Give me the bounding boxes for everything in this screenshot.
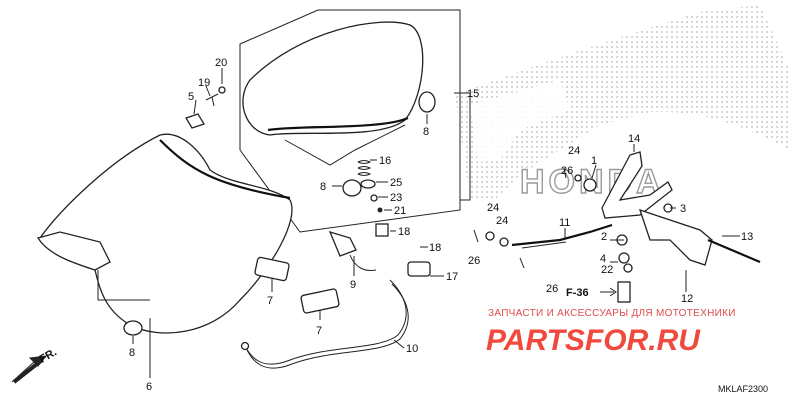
watermark: ЗАПЧАСТИ И АКСЕССУАРЫ ДЛЯ МОТОТЕХНИКИ PA… (486, 308, 736, 357)
part-number-8-rear-bottom: 8 (320, 181, 326, 193)
cable-10-outer (246, 283, 409, 369)
rod-11 (511, 223, 613, 247)
watermark-line1: ЗАПЧАСТИ И АКСЕССУАРЫ ДЛЯ МОТОТЕХНИКИ (488, 308, 736, 319)
front-arrow-shaft-icon (12, 358, 44, 384)
part-number-9: 9 (350, 279, 356, 291)
part-number-17: 17 (446, 271, 458, 283)
part-number-8-front: 8 (129, 347, 135, 359)
reference-label: F-36 (566, 287, 589, 299)
lock-bracket (328, 230, 357, 257)
washer-25-icon (360, 179, 376, 189)
seat-lock-cable-assembly (240, 223, 431, 369)
part-number-22: 22 (601, 264, 613, 276)
bolt-21-icon (377, 207, 383, 213)
leader-lines (97, 68, 740, 378)
cotter-26c-icon (563, 167, 567, 179)
ref-part-icon (617, 281, 631, 303)
part-number-7-a: 7 (267, 295, 273, 307)
part-number-6: 6 (146, 381, 152, 393)
part-number-24-c: 24 (496, 215, 508, 227)
reference-arrowhead (609, 287, 617, 297)
nut-22-icon (623, 263, 633, 273)
part-number-7-b: 7 (316, 325, 322, 337)
part-number-14: 14 (628, 133, 640, 145)
cotter-26b-icon (519, 257, 525, 269)
front-seat (36, 86, 293, 336)
part-number-21: 21 (394, 205, 406, 217)
rod-11-inner (521, 241, 567, 249)
bracket-7b (300, 288, 340, 314)
part-number-24-b: 24 (487, 202, 499, 214)
front-seat-seam (159, 139, 291, 200)
part-number-19: 19 (198, 77, 210, 89)
washer-24b-icon (485, 231, 495, 241)
part-number-15: 15 (467, 88, 479, 100)
bolt-18a-icon (375, 223, 389, 237)
part-labels: 20 19 5 15 8 16 8 25 23 21 18 18 17 9 10… (129, 57, 753, 393)
bracket-12 (638, 208, 713, 266)
part-number-13: 13 (741, 231, 753, 243)
part-number-10: 10 (406, 343, 418, 355)
part-number-4: 4 (600, 253, 606, 265)
diagram-code: MKLAF2300 (718, 384, 768, 394)
pin-13 (707, 238, 761, 264)
spring-1-icon (583, 178, 597, 192)
part-number-11: 11 (559, 217, 570, 229)
seat-lock-17 (407, 261, 431, 277)
part-number-24-a: 24 (568, 145, 580, 157)
rear-seat-pad (242, 21, 424, 136)
part-number-12: 12 (681, 293, 693, 305)
washer-24a-icon (574, 174, 582, 182)
part-number-3: 3 (680, 203, 686, 215)
front-label: FR. (38, 346, 59, 365)
collar-4-icon (618, 252, 630, 264)
bracket-7a (254, 256, 290, 282)
bracket-14 (601, 151, 673, 219)
part-number-26-b: 26 (468, 255, 480, 267)
spring-icon (357, 160, 372, 176)
front-seat-tail (36, 231, 111, 271)
part-number-8-rear-top: 8 (423, 126, 429, 138)
rear-seat-group (239, 9, 461, 233)
part-number-16: 16 (379, 155, 391, 167)
front-direction: FR. (11, 346, 59, 384)
rear-seat-base (284, 124, 406, 166)
front-bumper-8 (123, 320, 143, 336)
part-number-26-a: 26 (561, 165, 573, 177)
part-number-25: 25 (390, 177, 402, 189)
screw-20-icon (218, 86, 226, 94)
cotter-26a-icon (473, 229, 479, 243)
cable-10 (244, 279, 407, 365)
front-seat-cushion (39, 133, 293, 334)
part-number-26-c: 26 (546, 283, 558, 295)
part-number-5: 5 (188, 91, 194, 103)
nut-23-icon (370, 194, 378, 202)
lock-rod-9 (349, 254, 377, 271)
washer-24c-icon (499, 237, 509, 247)
part-number-2: 2 (601, 231, 607, 243)
rear-bumper-bottom (342, 179, 362, 197)
part-number-20: 20 (215, 57, 227, 69)
part-number-1: 1 (591, 155, 597, 167)
cable-end-icon (240, 341, 250, 351)
part-number-18-b: 18 (429, 242, 441, 254)
holder-assembly (473, 151, 761, 303)
part-number-18-a: 18 (398, 226, 410, 238)
rear-seat-group-border (239, 9, 461, 233)
collar-5-icon (185, 113, 205, 129)
watermark-line2: PARTSFOR.RU (486, 324, 701, 357)
rear-bumper-top (418, 91, 436, 113)
bolt-19-icon (205, 93, 219, 107)
rear-seat-edge (267, 116, 409, 132)
part-number-23: 23 (390, 192, 402, 204)
